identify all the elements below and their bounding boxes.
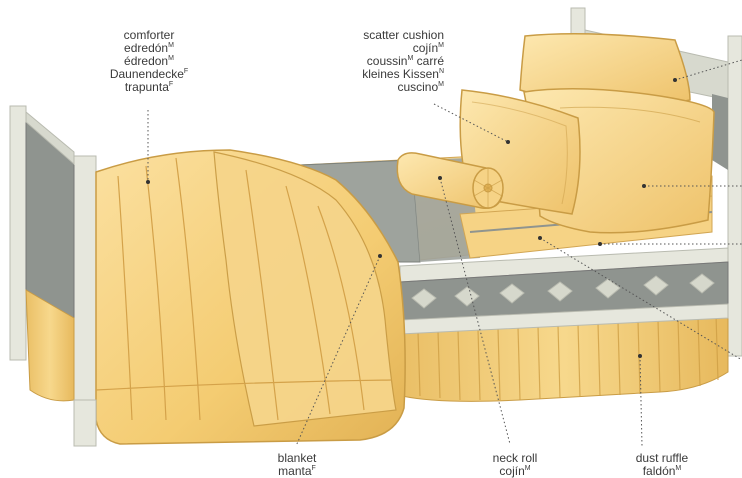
front-post (74, 400, 96, 446)
comforter-label: comforter edredónM édredonM DaunendeckeF… (104, 29, 194, 94)
dust-ruffle-es: faldónM (622, 465, 702, 478)
comforter-it: trapuntaF (104, 81, 194, 94)
dust-ruffle-label: dust ruffle faldónM (622, 452, 702, 478)
blanket-es: mantaF (262, 465, 332, 478)
scatter-cushion-label: scatter cushion cojínM coussinM carré kl… (344, 29, 444, 94)
scatter-cushion-it: cuscinoM (344, 81, 444, 94)
neck-roll-es: cojínM (480, 465, 550, 478)
blanket-label: blanket mantaF (262, 452, 332, 478)
neck-roll-label: neck roll cojínM (480, 452, 550, 478)
